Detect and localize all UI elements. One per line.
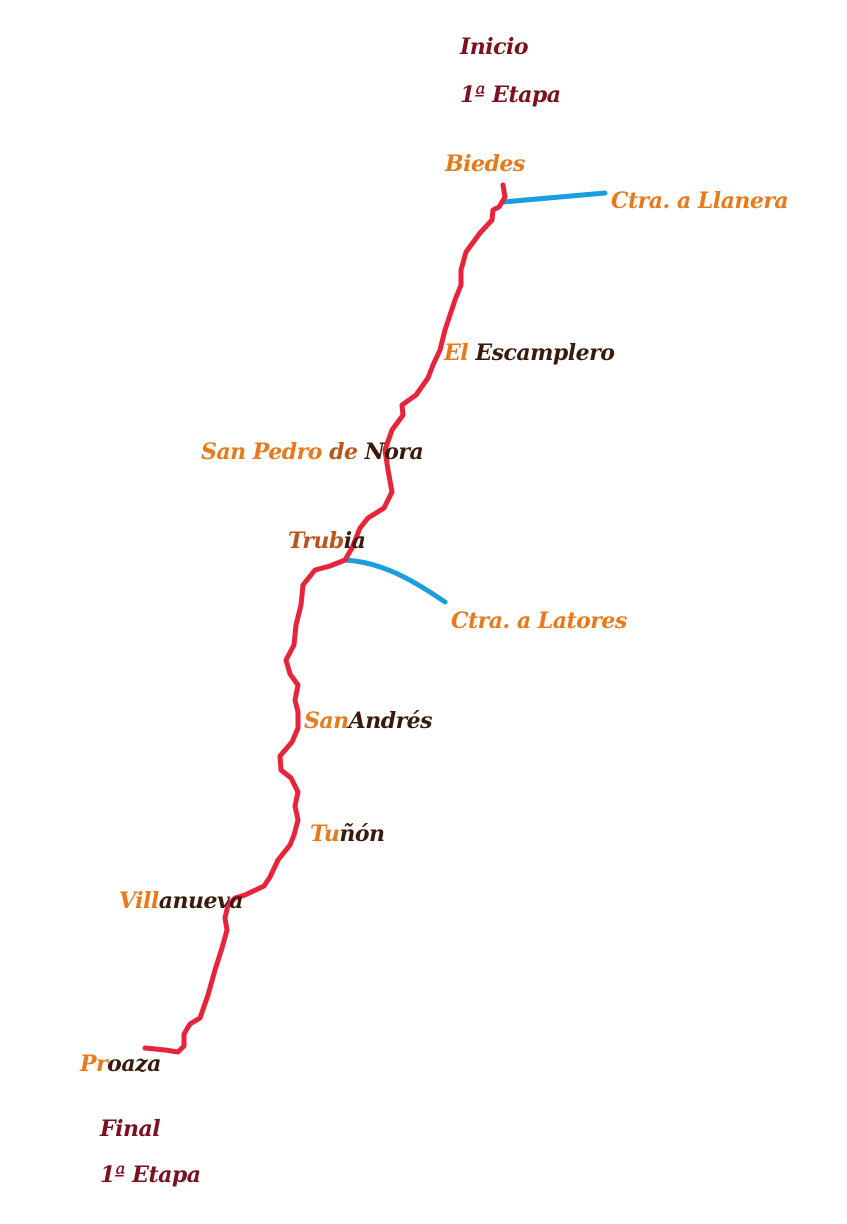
stage-end-line1: Final (100, 1116, 161, 1142)
place-label-tunon: Tuñón (310, 821, 385, 847)
place-label-biedes: Biedes (445, 151, 525, 177)
place-label-trubia: Trubia (288, 528, 366, 554)
place-san-andres-part2: Andrés (348, 708, 433, 734)
road-label-latores: Ctra. a Latores (451, 608, 627, 634)
place-villanueva-part2: anueva (158, 888, 244, 914)
place-san-andres-part1: San (304, 708, 349, 734)
place-villanueva-part1: Vill (119, 888, 159, 914)
place-label-san-pedro-de-nora: San Pedro de Nora (201, 439, 424, 465)
place-tunon-part2: ñón (339, 821, 385, 847)
place-label-proaza: Proaza (80, 1051, 161, 1077)
route-line-stage-1 (142, 182, 508, 1055)
place-el-escamplero-part2: Escamplero (475, 340, 615, 366)
road-latores: Ctra. a Latores (451, 608, 627, 634)
place-el-escamplero-part1: El (444, 340, 469, 366)
place-label-san-andres: SanAndrés (304, 708, 433, 734)
stage-start-line1: Inicio (460, 34, 529, 60)
place-label-villanueva: Villanueva (119, 888, 244, 914)
place-label-el-escamplero: El Escamplero (444, 340, 615, 366)
connector-road-latores (342, 557, 448, 605)
place-proaza-part2: oaza (107, 1051, 161, 1077)
place-tunon-part1: Tu (310, 821, 340, 847)
place-biedes: Biedes (445, 151, 525, 177)
road-label-llanera: Ctra. a Llanera (611, 188, 789, 214)
connector-road-llanera (500, 190, 608, 205)
place-san-pedro-part1: San Pedro (201, 439, 322, 465)
stage-start-line2: 1ª Etapa (460, 82, 561, 108)
place-trubia-part2: ia (343, 528, 366, 554)
road-llanera: Ctra. a Llanera (611, 188, 789, 214)
place-trubia-part1: Trub (288, 528, 344, 554)
stage-end-line2: 1ª Etapa (100, 1162, 201, 1188)
place-san-pedro-part3: Nora (364, 439, 424, 465)
place-san-pedro-part2: de (329, 439, 358, 465)
place-proaza-part1: Pr (80, 1051, 108, 1077)
